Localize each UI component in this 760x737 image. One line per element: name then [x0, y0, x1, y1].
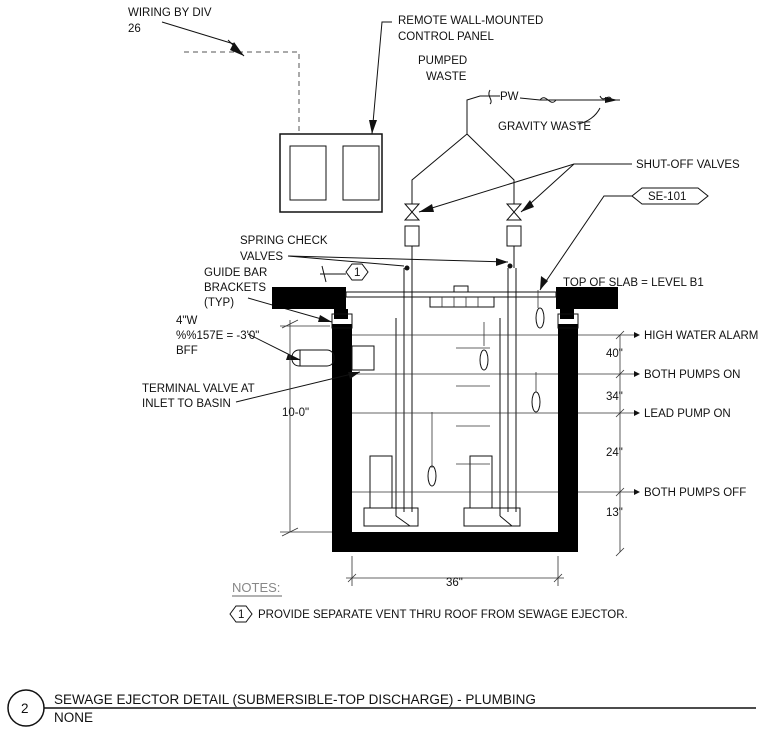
wiring-leader	[161, 21, 300, 132]
pump-right	[463, 268, 521, 527]
check-valve-left-dot	[404, 265, 410, 271]
pump-left	[363, 268, 419, 527]
depth-dimension-label: 10-0"	[282, 407, 309, 419]
note-item: 1 PROVIDE SEPARATE VENT THRU ROOF FROM S…	[229, 605, 628, 623]
basin	[331, 309, 579, 552]
lead-pump-on-label: LEAD PUMP ON	[644, 408, 731, 420]
inlet-size-label-3: BFF	[176, 345, 198, 357]
terminal-valve-label-1: TERMINAL VALVE AT	[142, 383, 255, 395]
guide-bar-leader	[247, 297, 333, 323]
dim-13-label: 13"	[606, 507, 623, 519]
pumped-waste-label-2: WASTE	[426, 71, 467, 83]
guide-bar-arrow	[318, 315, 332, 322]
top-of-slab-label: TOP OF SLAB = LEVEL B1	[563, 277, 704, 289]
dim-40-label: 40"	[606, 348, 623, 360]
control-panel-label-1: REMOTE WALL-MOUNTED	[398, 15, 543, 27]
detail-title: SEWAGE EJECTOR DETAIL (SUBMERSIBLE-TOP D…	[54, 692, 536, 707]
level-lines	[352, 330, 640, 557]
shutoff-valve-left	[403, 198, 421, 268]
terminal-valve-leader	[235, 371, 361, 403]
inlet-size-leader	[247, 333, 301, 361]
detail-number: 2	[21, 701, 29, 716]
terminal-valve-label-2: INLET TO BASIN	[142, 398, 231, 410]
guide-bar-label-2: BRACKETS	[204, 282, 266, 294]
depth-dimension	[280, 319, 332, 537]
equipment-tag	[539, 187, 709, 291]
spring-check-arrow	[496, 258, 508, 266]
spring-check-label-1: SPRING CHECK	[240, 235, 328, 247]
inlet-size-label-2: %%157E = -3'0"	[176, 330, 259, 342]
note-item-text: PROVIDE SEPARATE VENT THRU ROOF FROM SEW…	[258, 609, 628, 621]
note-marker-top	[320, 263, 369, 283]
notes-heading: NOTES:	[232, 580, 280, 595]
shutoff-valves-label: SHUT-OFF VALVES	[636, 159, 740, 171]
high-water-alarm-label: HIGH WATER ALARM	[644, 330, 758, 342]
guide-bar-label-1: GUIDE BAR	[204, 267, 267, 279]
wiring-label-2: 26	[128, 23, 141, 35]
note-marker-top-label: 1	[354, 267, 360, 279]
pumped-waste-label-1: PUMPED	[418, 55, 467, 67]
detail-scale: NONE	[54, 710, 93, 725]
gravity-waste-label: GRAVITY WASTE	[498, 121, 591, 133]
shutoff-arrow-1	[419, 204, 434, 212]
shutoff-leader-1	[418, 163, 632, 213]
floor-slab	[272, 285, 618, 309]
title-block	[7, 689, 756, 727]
inlet-size-arrow	[286, 354, 300, 360]
discharge-branch	[411, 133, 515, 198]
control-panel-arrow	[369, 120, 377, 134]
width-dimension	[346, 556, 564, 586]
float-switches	[427, 290, 545, 487]
guide-bar-label-3: (TYP)	[204, 297, 234, 309]
equipment-tag-label: SE-101	[648, 191, 686, 203]
wiring-label-1: WIRING BY DIV	[128, 7, 212, 19]
width-dimension-label: 36"	[446, 577, 463, 589]
check-valve-right-dot	[507, 263, 513, 269]
dim-34-label: 34"	[606, 391, 623, 403]
note-item-marker: 1	[238, 609, 244, 621]
shutoff-valve-right	[505, 198, 523, 268]
control-panel-leader	[371, 21, 392, 135]
dim-24-label: 24"	[606, 447, 623, 459]
discharge-piping	[466, 89, 620, 134]
control-panel	[279, 133, 383, 213]
both-pumps-on-label: BOTH PUMPS ON	[644, 369, 740, 381]
control-panel-label-2: CONTROL PANEL	[398, 31, 494, 43]
spring-check-leader-1	[287, 255, 405, 267]
shutoff-arrow-2	[521, 200, 534, 212]
inlet-size-label-1: 4"W	[176, 315, 197, 327]
both-pumps-off-label: BOTH PUMPS OFF	[644, 487, 746, 499]
spring-check-leader-2	[287, 255, 509, 263]
pw-label: PW	[500, 91, 519, 103]
terminal-valve-arrow	[348, 372, 360, 379]
spring-check-label-2: VALVES	[240, 251, 283, 263]
